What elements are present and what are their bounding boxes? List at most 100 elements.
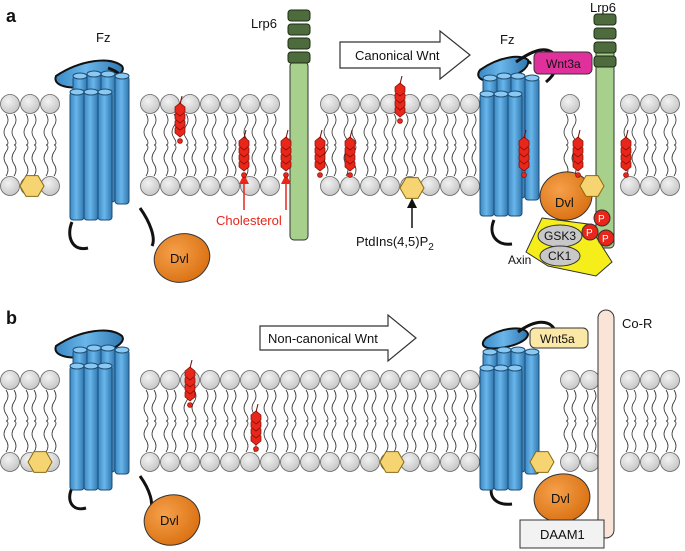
lipid-head — [360, 452, 380, 472]
lrp6-receptor-right: Lrp6 — [590, 0, 617, 249]
tm-helix — [69, 365, 85, 491]
wnt5a-ligand: Wnt5a — [529, 327, 589, 349]
lipid-head — [560, 94, 580, 114]
panel-a: a Canonical Wnt Fz Lrp6 Fz — [6, 0, 617, 283]
tm-helix-cap — [482, 348, 498, 356]
panel-b-letter: b — [6, 308, 17, 328]
lipid-tail — [151, 113, 157, 146]
sterol-oh — [177, 138, 183, 144]
lipid-head — [320, 176, 340, 196]
lipid-tail — [171, 420, 177, 453]
lipid-tail — [563, 389, 569, 422]
dvl-free-b-label: Dvl — [160, 513, 179, 528]
lipid-tail — [223, 389, 229, 422]
lipid-head — [640, 452, 660, 472]
dvl-free-a-label: Dvl — [170, 251, 189, 266]
lipid-tail — [251, 144, 257, 177]
dvl-bound-b: Dvl — [533, 473, 591, 523]
lrp6-propeller — [593, 55, 617, 68]
lrp6-right-label: Lrp6 — [590, 0, 616, 15]
sterol-tail — [625, 129, 629, 139]
lipid-tail — [563, 420, 569, 453]
lipid-tail — [191, 144, 197, 177]
lipid-tail — [651, 420, 657, 453]
lipid-head — [180, 176, 200, 196]
lipid-head — [160, 370, 180, 390]
tm-helix — [83, 365, 99, 491]
tm-helix-cap — [83, 88, 99, 96]
tm-helix — [97, 365, 113, 491]
lipid-tail — [403, 113, 409, 146]
lipid-tail — [391, 113, 397, 146]
lipid-tail — [51, 113, 57, 146]
lipid-tail — [363, 420, 369, 453]
lipid-head — [40, 370, 60, 390]
lipid-head — [360, 370, 380, 390]
lipid-tail — [343, 420, 349, 453]
cholesterol-label: Cholesterol — [216, 213, 282, 228]
lipid-head — [160, 176, 180, 196]
tm-helix — [507, 367, 523, 491]
lipid-tail — [391, 420, 397, 453]
frizzled-helices-b-right — [479, 346, 540, 491]
tm-helix-cap — [100, 70, 116, 78]
lipid-tail — [663, 144, 669, 177]
lipid-tail — [671, 144, 677, 177]
lipid-tail — [631, 144, 637, 177]
coreceptor: Co-R — [597, 309, 652, 539]
lipid-head — [280, 370, 300, 390]
lipid-tail — [671, 113, 677, 146]
lipid-tail — [623, 420, 629, 453]
lipid-tail — [183, 420, 189, 453]
lipid-tail — [643, 420, 649, 453]
lipid-tail — [191, 420, 197, 453]
lipid-tail — [623, 389, 629, 422]
lipid-tail — [463, 420, 469, 453]
lipid-tail — [451, 420, 457, 453]
lipid-head — [20, 94, 40, 114]
lipid-tail — [631, 420, 637, 453]
lipid-tail — [263, 420, 269, 453]
lipid-tail — [563, 144, 569, 177]
cholesterol-molecule — [238, 129, 250, 178]
lipid-tail — [663, 113, 669, 146]
tm-helix-cap — [97, 362, 113, 370]
lipid-tail — [43, 389, 49, 422]
lrp6-propeller — [287, 23, 311, 36]
lipid-tail — [331, 389, 337, 422]
lipid-tail — [471, 144, 477, 177]
tm-helix-cap — [72, 346, 88, 354]
sterol-tail — [577, 129, 581, 139]
lrp6-propeller — [287, 9, 311, 22]
lipid-head — [440, 370, 460, 390]
tm-helix-cap — [482, 74, 498, 82]
lipid-head — [580, 370, 600, 390]
wnt3a-label: Wnt3a — [546, 57, 581, 71]
lrp6-propeller — [593, 41, 617, 54]
lipid-head — [320, 370, 340, 390]
lipid-head — [220, 176, 240, 196]
lipid-head — [560, 452, 580, 472]
lipid-tail — [11, 389, 17, 422]
lipid-head — [640, 176, 660, 196]
noncanonical-wnt-arrow: Non-canonical Wnt — [259, 313, 417, 363]
lipid-tail — [443, 144, 449, 177]
lipid-tail — [303, 389, 309, 422]
lipid-tail — [631, 113, 637, 146]
lipid-tail — [143, 144, 149, 177]
lipid-tail — [163, 420, 169, 453]
frizzled-helices-b-left — [69, 344, 130, 491]
lipid-head — [360, 94, 380, 114]
dvl-free-b: Dvl — [143, 494, 201, 546]
lipid-head — [0, 452, 20, 472]
lipid-tail — [351, 389, 357, 422]
lipid-head — [200, 176, 220, 196]
daam1-label: DAAM1 — [540, 527, 585, 542]
lipid-tail — [291, 420, 297, 453]
lipid-tail — [43, 144, 49, 177]
lipid-tail — [411, 420, 417, 453]
lipid-head — [660, 176, 680, 196]
lipid-head — [180, 452, 200, 472]
lipid-head — [200, 370, 220, 390]
sterol-tail — [179, 95, 183, 105]
